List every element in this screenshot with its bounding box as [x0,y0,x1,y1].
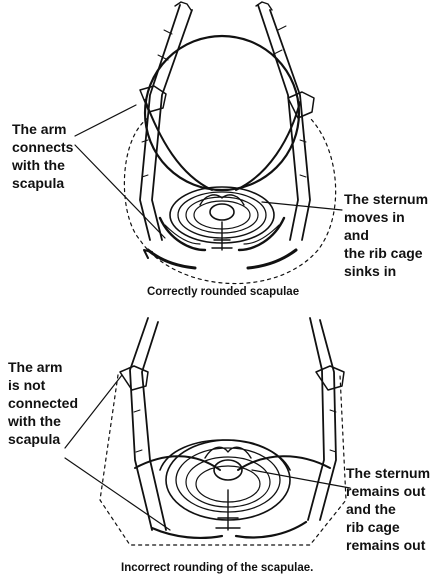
leader-lines-bottom [65,375,350,530]
incorrect-scapulae-diagram [65,318,350,545]
correct-scapulae-diagram [75,2,342,284]
label-sternum-remains-out: The sternum remains out and the rib cage… [346,464,430,554]
rib-cage-flat [160,440,290,530]
label-arm-connects: The arm connects with the scapula [12,120,73,192]
label-sternum-moves-in: The sternum moves in and the rib cage si… [344,190,432,280]
left-arm [140,2,192,240]
right-arm-lower [308,318,344,520]
caption-correct: Correctly rounded scapulae [147,286,299,298]
label-arm-not-connected: The arm is not connected with the scapul… [8,358,78,448]
caption-incorrect: Incorrect rounding of the scapulae. [121,562,313,574]
clavicles [145,100,300,190]
left-arm-lower [120,318,166,530]
head-circle [145,36,299,190]
